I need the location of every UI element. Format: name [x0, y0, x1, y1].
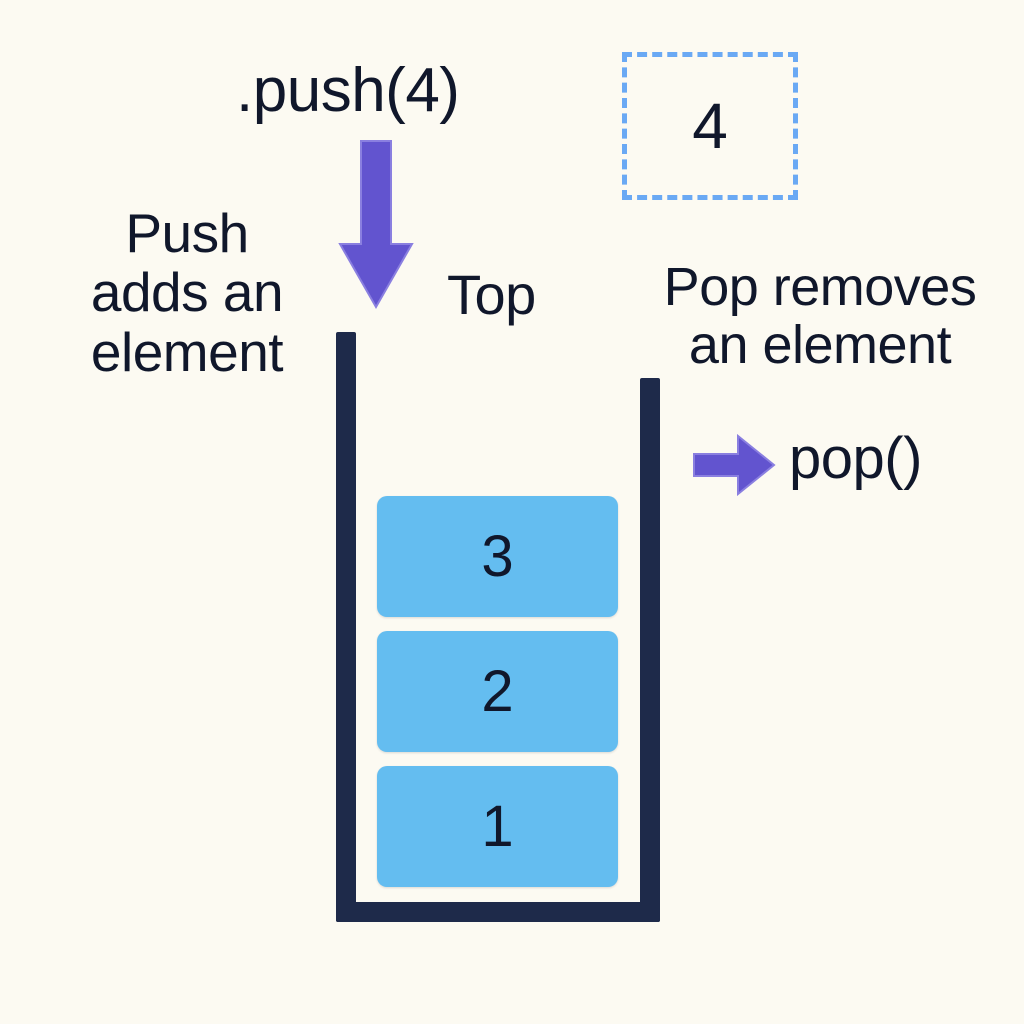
arrow-right-icon: [692, 433, 776, 497]
pop-description-line-1: Pop removes: [663, 257, 977, 317]
stack-wall-right: [640, 378, 660, 922]
push-call-label: .push(4): [236, 56, 460, 125]
stack-item: 3: [377, 496, 618, 617]
stack-item-value: 1: [481, 793, 514, 859]
arrow-down-icon: [336, 139, 416, 311]
pop-description: Pop removes an element: [630, 258, 1010, 375]
stack-item-value: 3: [481, 523, 514, 589]
stack-wall-bottom: [336, 902, 660, 922]
stack-item: 1: [377, 766, 618, 887]
pop-call-label: pop(): [789, 426, 922, 491]
stack-wall-left: [336, 332, 356, 922]
stack-items-list: 3 2 1: [377, 496, 618, 887]
stack-item-value: 2: [481, 658, 514, 724]
pop-description-line-2: an element: [688, 315, 952, 376]
push-description: Push adds an element: [62, 202, 312, 383]
pending-element-value: 4: [692, 90, 728, 162]
push-description-line-2: adds an: [90, 261, 284, 324]
push-description-line-3: element: [90, 320, 284, 383]
stack-top-label: Top: [447, 263, 536, 326]
pending-element-box: 4: [622, 52, 798, 200]
stack-container: 3 2 1: [336, 332, 662, 924]
push-description-line-1: Push: [125, 202, 249, 264]
stack-item: 2: [377, 631, 618, 752]
